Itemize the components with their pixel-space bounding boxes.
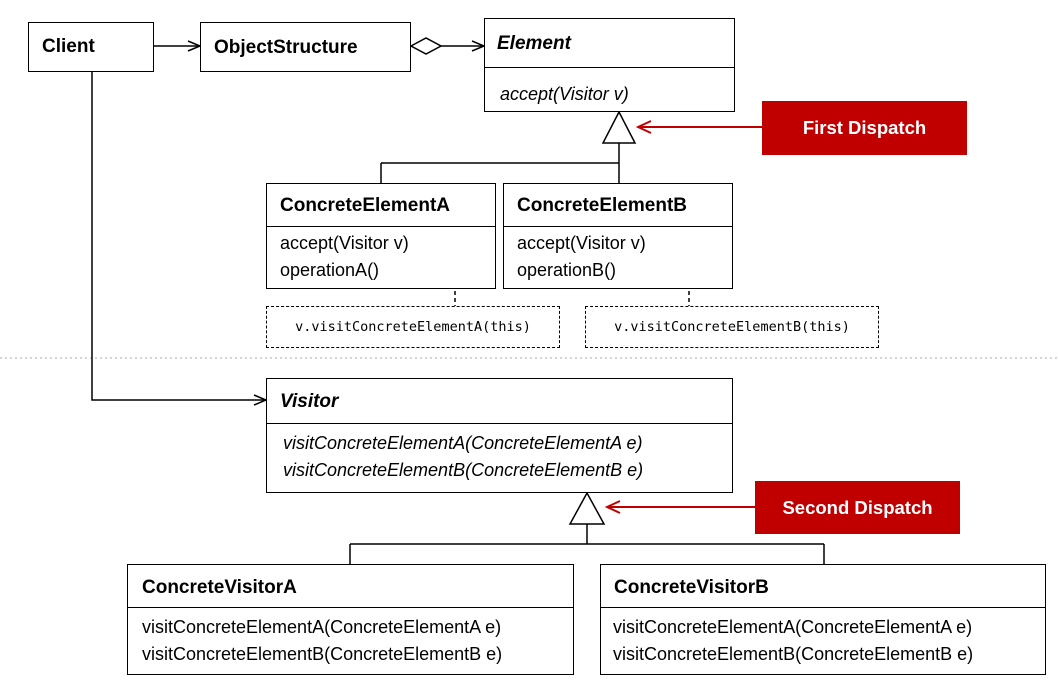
- concrete-element-a-operations: accept(Visitor v) operationA(): [280, 230, 409, 284]
- concrete-element-a-class: ConcreteElementA accept(Visitor v) opera…: [266, 183, 496, 289]
- concrete-visitor-b-op-visit-a: visitConcreteElementA(ConcreteElementA e…: [613, 617, 973, 637]
- client-to-visitor-arrow: [91, 72, 266, 400]
- client-title: Client: [42, 36, 95, 57]
- concrete-element-a-title: ConcreteElementA: [280, 195, 450, 216]
- concrete-visitor-a-title: ConcreteVisitorA: [142, 577, 297, 598]
- element-class: Element accept(Visitor v): [484, 18, 735, 112]
- concrete-element-a-op-accept: accept(Visitor v): [280, 233, 409, 253]
- concrete-visitor-b-title: ConcreteVisitorB: [614, 577, 769, 598]
- objectstructure-class: ObjectStructure: [200, 22, 411, 72]
- second-dispatch-callout: Second Dispatch: [755, 481, 960, 534]
- visitor-class: Visitor visitConcreteElementA(ConcreteEl…: [266, 378, 733, 493]
- visitor-inheritance-lines: [349, 524, 825, 564]
- concrete-visitor-a-class: ConcreteVisitorA visitConcreteElementA(C…: [127, 564, 574, 675]
- concrete-element-b-op-accept: accept(Visitor v): [517, 233, 646, 253]
- concrete-element-b-separator: [504, 226, 732, 227]
- visitor-op-visit-b: visitConcreteElementB(ConcreteElementB e…: [283, 460, 644, 480]
- concrete-element-a-op-operation: operationA(): [280, 260, 380, 280]
- visitor-operations: visitConcreteElementA(ConcreteElementA e…: [283, 430, 643, 484]
- concrete-visitor-b-class: ConcreteVisitorB visitConcreteElementA(C…: [600, 564, 1046, 675]
- first-dispatch-callout: First Dispatch: [762, 101, 967, 155]
- element-title: Element: [497, 33, 571, 54]
- concrete-element-a-separator: [267, 226, 495, 227]
- concrete-visitor-a-separator: [128, 607, 573, 608]
- visitor-op-visit-a: visitConcreteElementA(ConcreteElementA e…: [283, 433, 643, 453]
- objectstructure-title: ObjectStructure: [214, 37, 358, 58]
- visitor-title: Visitor: [280, 391, 339, 412]
- concrete-visitor-b-operations: visitConcreteElementA(ConcreteElementA e…: [613, 614, 973, 668]
- concrete-element-b-class: ConcreteElementB accept(Visitor v) opera…: [503, 183, 733, 289]
- element-operations: accept(Visitor v): [500, 81, 629, 108]
- concrete-visitor-b-op-visit-b: visitConcreteElementB(ConcreteElementB e…: [613, 644, 974, 664]
- note-visit-a: v.visitConcreteElementA(this): [266, 306, 560, 348]
- note-visit-b: v.visitConcreteElementB(this): [585, 306, 879, 348]
- concrete-element-b-title: ConcreteElementB: [517, 195, 687, 216]
- element-separator: [485, 67, 734, 68]
- concrete-visitor-b-separator: [601, 607, 1045, 608]
- aggregation-diamond: [409, 37, 443, 55]
- client-class: Client: [28, 22, 154, 72]
- element-inheritance-lines: [380, 143, 620, 183]
- concrete-visitor-a-op-visit-b: visitConcreteElementB(ConcreteElementB e…: [142, 644, 503, 664]
- concrete-element-b-operations: accept(Visitor v) operationB(): [517, 230, 646, 284]
- concrete-visitor-a-op-visit-a: visitConcreteElementA(ConcreteElementA e…: [142, 617, 502, 637]
- concrete-visitor-a-operations: visitConcreteElementA(ConcreteElementA e…: [142, 614, 502, 668]
- element-op-accept: accept(Visitor v): [500, 84, 629, 104]
- visitor-inheritance-triangle: [568, 491, 606, 525]
- concrete-element-b-op-operation: operationB(): [517, 260, 617, 280]
- element-inheritance-triangle: [601, 110, 637, 144]
- visitor-separator: [267, 423, 732, 424]
